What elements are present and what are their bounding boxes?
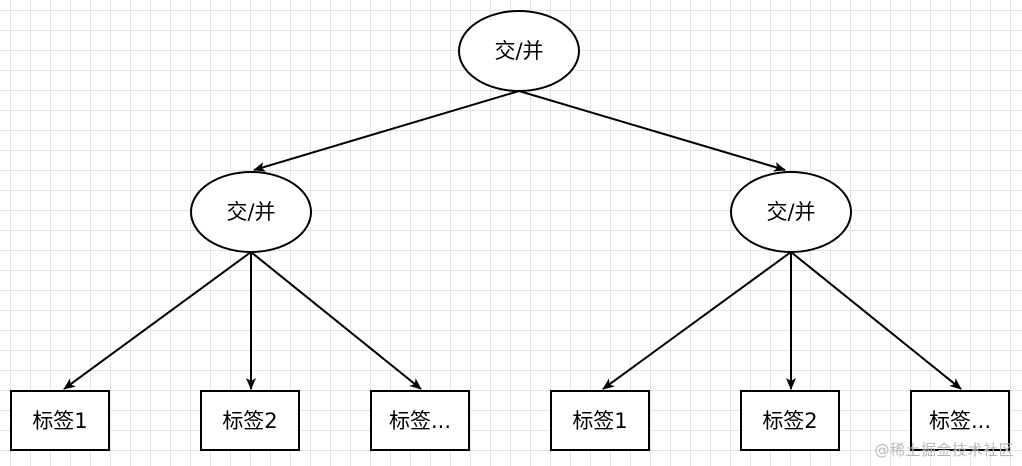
edge-left-to-leaf-3 (250, 251, 422, 390)
left-leaf-node-3: 标签... (370, 390, 470, 451)
left-leaf-3-label: 标签... (389, 409, 451, 433)
left-leaf-2-box (200, 390, 300, 451)
right-leaf-node-3: 标签... (910, 390, 1010, 451)
right-leaf-3-box (910, 390, 1010, 451)
right-leaf-1-box (550, 390, 650, 451)
right-leaf-node-1: 标签1 (550, 390, 650, 451)
right-branch-node-label: 交/并 (766, 200, 815, 224)
watermark-text: @稀土掘金技术社区 (874, 441, 1014, 459)
right-leaf-2-box (740, 390, 840, 451)
right-leaf-2-label: 标签2 (762, 409, 817, 433)
left-branch-node: 交/并 (190, 171, 312, 253)
root-node-label: 交/并 (494, 39, 543, 63)
root-node-shape (458, 10, 580, 92)
right-leaf-3-label: 标签... (929, 409, 991, 433)
right-leaf-1-label: 标签1 (572, 409, 627, 433)
left-leaf-1-label: 标签1 (32, 409, 87, 433)
left-leaf-2-label: 标签2 (222, 409, 277, 433)
right-branch-node-shape (730, 171, 852, 253)
left-leaf-node-2: 标签2 (200, 390, 300, 451)
right-branch-node: 交/并 (730, 171, 852, 253)
left-leaf-node-1: 标签1 (10, 390, 110, 451)
right-leaf-node-2: 标签2 (740, 390, 840, 451)
edge-right-to-leaf-1 (602, 251, 792, 390)
left-leaf-1-box (10, 390, 110, 451)
left-branch-node-label: 交/并 (226, 200, 275, 224)
edge-right-to-leaf-3 (790, 251, 962, 390)
edge-root-to-right (518, 90, 786, 172)
root-node: 交/并 (458, 10, 580, 92)
edge-root-to-left (253, 90, 520, 172)
left-branch-node-shape (190, 171, 312, 253)
left-leaf-3-box (370, 390, 470, 451)
edge-left-to-leaf-1 (63, 251, 252, 390)
